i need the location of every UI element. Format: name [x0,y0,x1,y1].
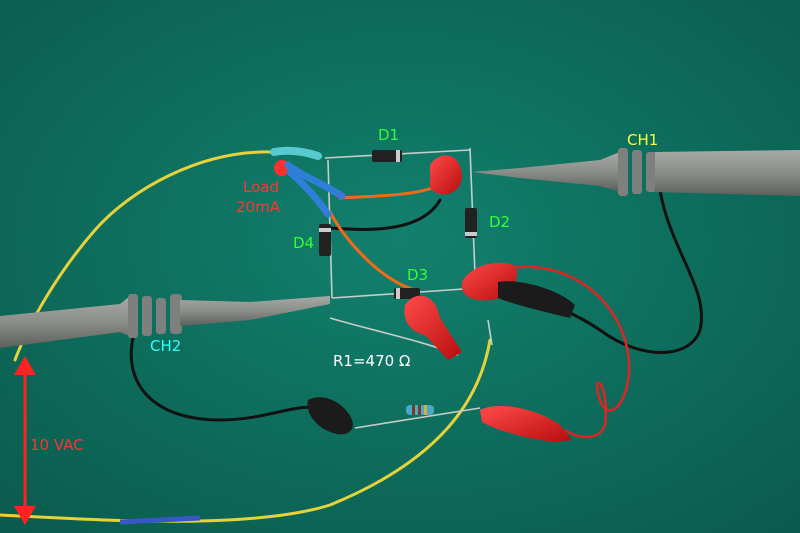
red-wire [509,265,631,439]
load-label-line1: Load [243,178,279,196]
r1-label: R1=470 Ω [333,352,411,370]
d3-label: D3 [407,266,429,284]
diode-d2 [465,208,477,238]
diode-d4 [319,224,331,256]
diode-d1 [372,150,402,162]
d1-label: D1 [378,126,400,144]
ch1-label: CH1 [627,131,659,149]
load-label-line2: 20mA [236,198,280,216]
d4-label: D4 [293,234,315,252]
yellow-wire-blue-section [119,515,201,525]
diode-d3 [394,288,420,299]
black-clip [307,281,575,435]
ch2-label: CH2 [150,337,182,355]
d2-label: D2 [489,213,511,231]
led-load [270,146,346,218]
resistor-r1 [406,405,434,415]
probe-ch1 [472,148,800,196]
vac-arrow [14,356,36,525]
vac-label: 10 VAC [30,436,84,454]
orange-wire [328,186,434,292]
probe-ch2 [0,294,330,348]
